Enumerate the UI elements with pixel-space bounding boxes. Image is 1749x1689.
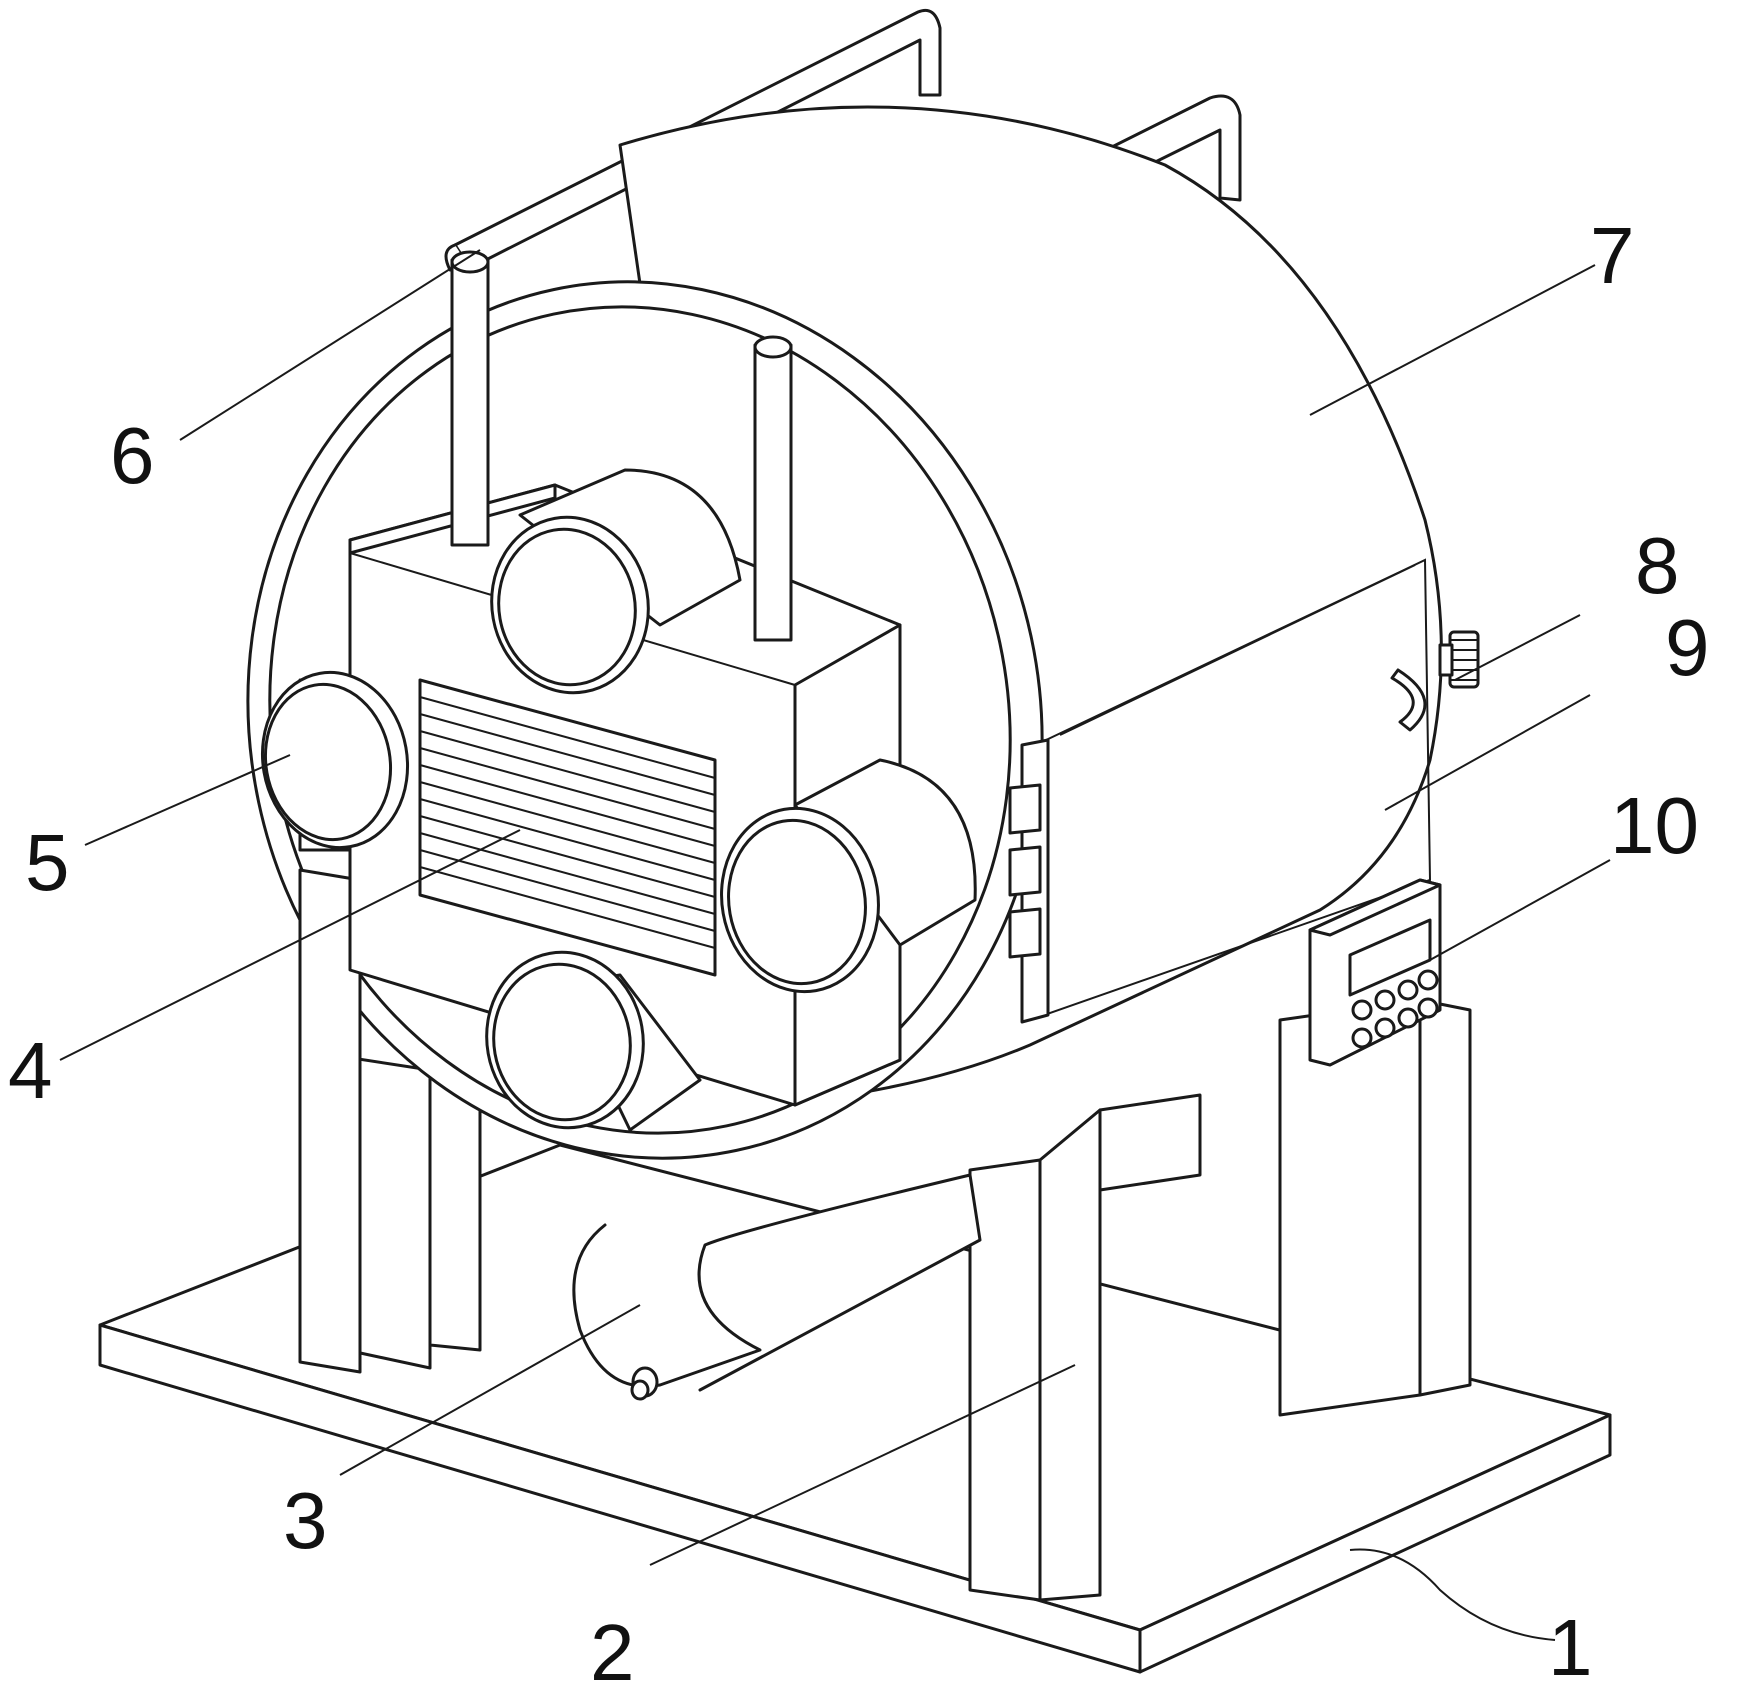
leader-lines xyxy=(59,249,1611,1641)
back-leg-right xyxy=(1278,998,1472,1417)
motor-right xyxy=(720,758,977,994)
callout-4: 4 xyxy=(8,1026,53,1115)
motor-top xyxy=(490,468,742,695)
door-latch xyxy=(1390,668,1427,732)
callout-7: 7 xyxy=(1590,211,1635,300)
callout-6: 6 xyxy=(110,411,155,500)
callout-2: 2 xyxy=(590,1608,635,1689)
motor-bottom xyxy=(485,950,702,1132)
control-panel xyxy=(1308,878,1442,1067)
vent-grille xyxy=(418,678,717,977)
callout-8: 8 xyxy=(1635,521,1680,610)
callout-labels: 1 2 3 4 5 6 7 8 9 10 xyxy=(8,211,1710,1689)
drain-pipe xyxy=(572,1173,982,1401)
adjust-knob xyxy=(1438,630,1480,689)
callout-5: 5 xyxy=(25,818,70,907)
front-leg-left xyxy=(298,868,362,1374)
door-hinges xyxy=(1008,783,1042,959)
front-leg-right xyxy=(968,1093,1202,1602)
motor-left xyxy=(260,670,410,852)
callout-9: 9 xyxy=(1665,603,1710,692)
callout-10: 10 xyxy=(1610,781,1699,870)
control-panel-buttons xyxy=(1351,969,1439,1049)
callout-3: 3 xyxy=(283,1476,328,1565)
callout-1: 1 xyxy=(1548,1603,1593,1689)
